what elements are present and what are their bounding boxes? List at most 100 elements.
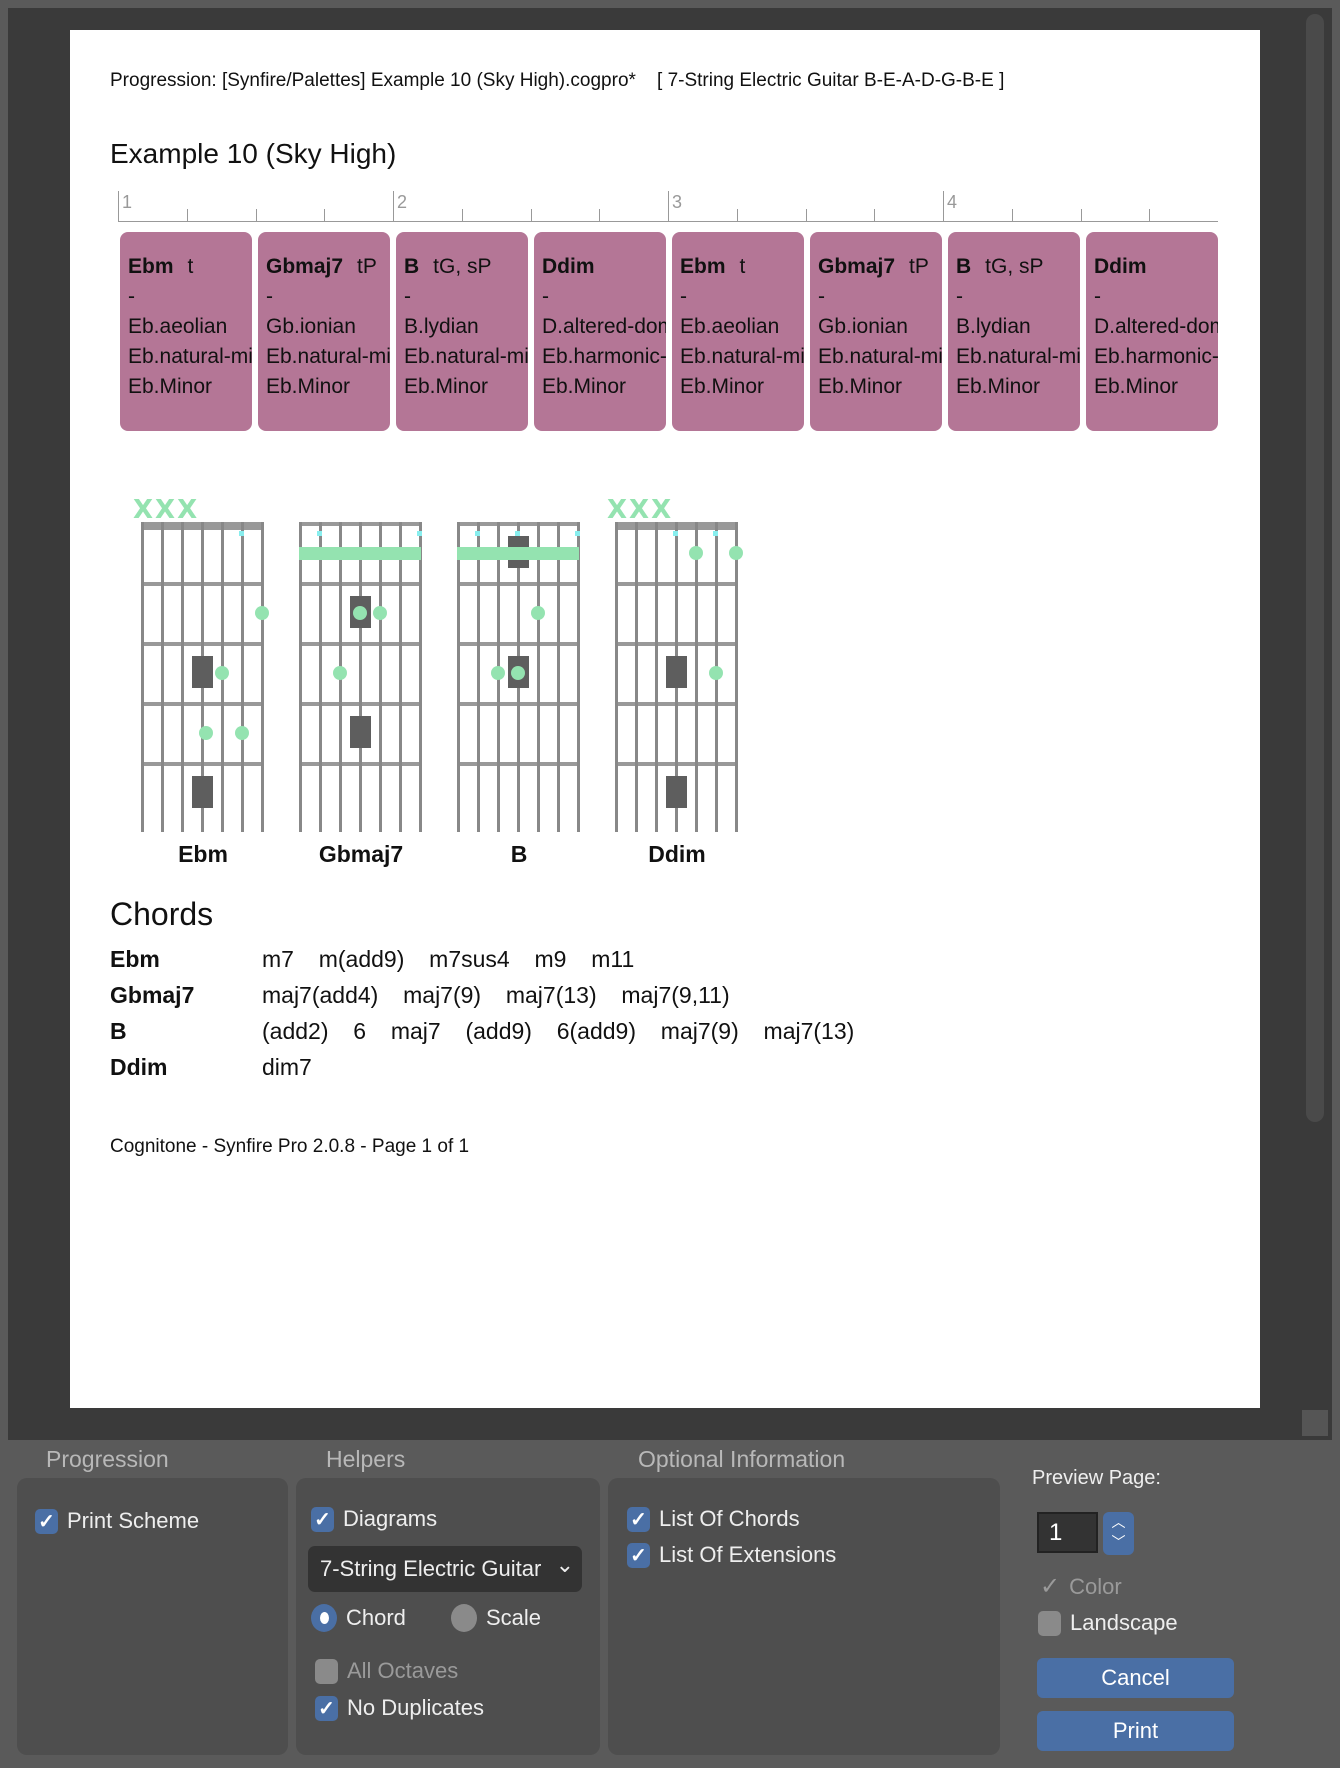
radio-selected-icon — [311, 1604, 337, 1632]
ruler-tick — [324, 209, 326, 221]
ruler-tick — [255, 209, 257, 221]
chord-extensions: dim7 — [262, 1054, 312, 1080]
chord-radio-label: Chord — [346, 1605, 406, 1630]
all-octaves-label: All Octaves — [347, 1658, 459, 1683]
landscape-label: Landscape — [1070, 1610, 1178, 1635]
helpers-group-label: Helpers — [326, 1446, 406, 1472]
string-line — [319, 522, 322, 832]
block-chord: Gbmaj7 — [818, 255, 896, 278]
string-line — [359, 522, 362, 832]
open-string-marker — [515, 531, 520, 536]
bar-number: 2 — [397, 192, 408, 212]
all-octaves-checkbox[interactable]: All Octaves — [315, 1658, 458, 1684]
print-scheme-label: Print Scheme — [67, 1508, 200, 1533]
chord-block: Gbmaj7tP-Gb.ionianEb.natural-minorEb.Min… — [258, 232, 390, 431]
block-dash: - — [404, 285, 411, 308]
unchecked-box-icon — [315, 1658, 338, 1684]
finger-dot — [333, 666, 347, 680]
string-line — [241, 522, 244, 832]
block-s2: Eb.natural-minor — [128, 345, 252, 368]
chord-name: B — [110, 1018, 127, 1044]
scale-radio-label: Scale — [486, 1605, 542, 1630]
ruler-tick — [461, 209, 463, 221]
diagram-label: Ddim — [648, 841, 706, 867]
open-string-marker — [239, 531, 244, 536]
list-of-extensions-label: List Of Extensions — [659, 1542, 837, 1567]
barre — [457, 547, 579, 560]
block-s2: Eb.natural-minor — [680, 345, 804, 368]
chevron-up-icon[interactable]: ︿ — [1111, 1514, 1126, 1530]
page-stepper[interactable]: ︿﹀ — [1103, 1512, 1134, 1555]
radio-unselected-icon — [451, 1604, 477, 1632]
optional-group — [608, 1478, 1000, 1755]
chords-heading: Chords — [110, 896, 214, 932]
block-s1: D.altered-dominant — [542, 315, 666, 338]
cancel-button[interactable]: Cancel — [1037, 1658, 1234, 1698]
chord-block: Ddim-D.altered-dominantEb.harmonic-minor… — [534, 232, 666, 431]
block-function: tG, sP — [985, 255, 1044, 278]
block-s3: Eb.Minor — [680, 375, 765, 398]
block-function: t — [187, 255, 194, 278]
block-chord: Ddim — [542, 255, 595, 278]
scale-radio[interactable]: Scale — [451, 1604, 541, 1632]
check-icon: ✓ — [311, 1506, 334, 1532]
block-s1: D.altered-dominant — [1094, 315, 1218, 338]
block-function: tP — [357, 255, 377, 278]
finger-dot — [215, 666, 229, 680]
chevron-down-icon[interactable]: ﹀ — [1111, 1534, 1126, 1550]
chord-name: Ddim — [110, 1054, 168, 1080]
finger-dot — [511, 666, 525, 680]
ruler-tick — [599, 209, 601, 221]
bar-number: 1 — [122, 192, 133, 212]
preview-page: Progression: [Synfire/Palettes] Example … — [70, 30, 1260, 1408]
string-line — [615, 522, 618, 832]
block-dash: - — [818, 285, 825, 308]
diagram-label: Ebm — [178, 841, 228, 867]
root-marker — [192, 776, 213, 808]
open-string-marker — [713, 531, 718, 536]
chord-list-row: B(add2) 6 maj7 (add9) 6(add9) maj7(9) ma… — [110, 1018, 854, 1045]
print-scheme-checkbox[interactable]: ✓ Print Scheme — [35, 1508, 199, 1534]
open-string-marker — [575, 531, 580, 536]
preview-page-input[interactable]: 1 — [1037, 1512, 1098, 1553]
list-of-chords-checkbox[interactable]: ✓List Of Chords — [627, 1506, 800, 1532]
root-marker — [666, 776, 687, 808]
diagrams-label: Diagrams — [343, 1506, 438, 1531]
ruler-tick — [943, 191, 944, 221]
preview-page-label: Preview Page: — [1032, 1467, 1161, 1489]
block-s2: Eb.natural-minor — [266, 345, 390, 368]
string-line — [635, 522, 638, 832]
block-function: tG, sP — [433, 255, 492, 278]
finger-dot — [255, 606, 269, 620]
instrument-select[interactable]: 7-String Electric Guitar⌄ — [308, 1546, 582, 1592]
block-dash: - — [542, 285, 549, 308]
block-s1: Eb.aeolian — [680, 315, 780, 338]
color-checkbox[interactable]: ✓Color — [1040, 1572, 1122, 1601]
check-icon: ✓ — [35, 1508, 58, 1534]
ruler-tick — [1011, 209, 1013, 221]
finger-dot — [491, 666, 505, 680]
print-button[interactable]: Print — [1037, 1711, 1234, 1751]
vertical-scrollbar[interactable] — [1306, 14, 1324, 1122]
block-s1: Eb.aeolian — [128, 315, 228, 338]
no-duplicates-checkbox[interactable]: ✓No Duplicates — [315, 1695, 484, 1721]
diagrams-checkbox[interactable]: ✓ Diagrams — [311, 1506, 437, 1532]
string-line — [419, 522, 422, 832]
helpers-group — [296, 1478, 600, 1755]
list-of-extensions-checkbox[interactable]: ✓List Of Extensions — [627, 1542, 836, 1568]
chord-radio[interactable]: Chord — [311, 1604, 406, 1632]
landscape-checkbox[interactable]: Landscape — [1038, 1610, 1178, 1636]
page-header: Progression: [Synfire/Palettes] Example … — [110, 70, 1005, 91]
string-line — [161, 522, 164, 832]
block-function: t — [739, 255, 746, 278]
string-line — [735, 522, 738, 832]
ruler-tick — [530, 209, 532, 221]
string-line — [399, 522, 402, 832]
ruler-tick — [186, 209, 188, 221]
chord-block: Gbmaj7tP-Gb.ionianEb.natural-minorEb.Min… — [810, 232, 942, 431]
